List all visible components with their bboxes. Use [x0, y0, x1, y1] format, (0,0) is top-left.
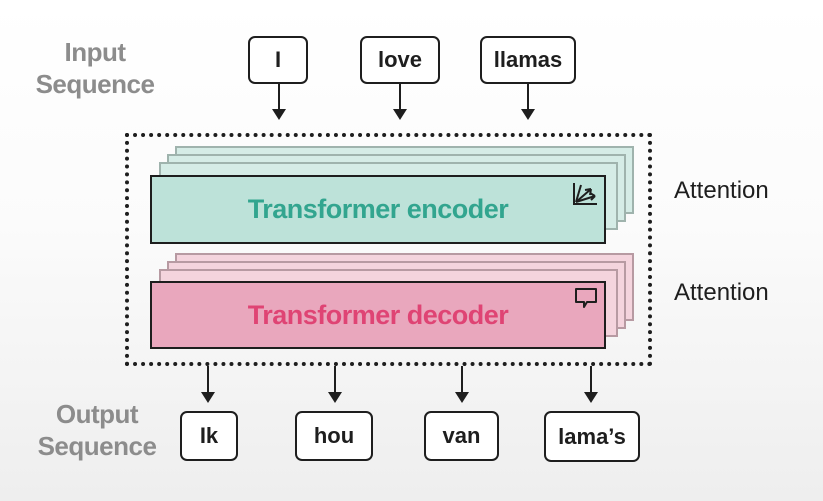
input-label-line2: Sequence — [35, 69, 155, 99]
input-token-2: love — [360, 36, 440, 84]
output-label-line2: Sequence — [37, 431, 157, 461]
encoder-attention-label: Attention — [674, 177, 769, 204]
encoder-label: Transformer encoder — [247, 194, 509, 224]
output-arrow-4 — [584, 366, 598, 403]
output-token-3: van — [424, 411, 499, 461]
input-sequence-label: Input Sequence — [20, 36, 170, 100]
decoder-label: Transformer decoder — [247, 299, 509, 330]
output-arrow-3 — [455, 366, 469, 403]
input-arrow-1 — [272, 84, 286, 120]
decoder-attention-label: Attention — [674, 279, 769, 306]
input-token-3: llamas — [480, 36, 576, 84]
input-token-1: I — [248, 36, 308, 84]
output-label-line1: Output — [55, 399, 139, 429]
transformer-decoder: Transformer decoder — [150, 281, 606, 349]
output-arrow-2 — [328, 366, 342, 403]
transformer-container — [125, 133, 652, 366]
output-token-2: hou — [295, 411, 373, 461]
transformer-encoder: Transformer encoder — [150, 175, 606, 244]
output-token-4: lama’s — [544, 411, 640, 462]
speech-bubble-icon — [575, 288, 597, 308]
input-arrow-2 — [393, 84, 407, 120]
output-token-1: Ik — [180, 411, 238, 461]
output-sequence-label: Output Sequence — [22, 398, 172, 462]
input-arrow-3 — [521, 84, 535, 120]
input-label-line1: Input — [64, 37, 126, 67]
chart-arrows-icon — [573, 183, 597, 205]
output-arrow-1 — [201, 366, 215, 403]
